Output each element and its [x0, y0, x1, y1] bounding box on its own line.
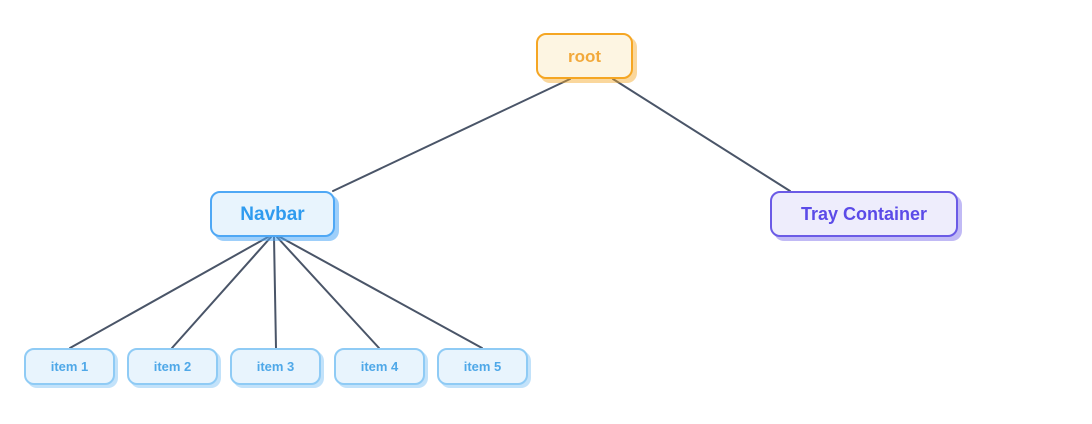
edge-navbar-item-5	[279, 236, 483, 349]
node-item-3-label: item 3	[256, 359, 295, 374]
edge-navbar-item-3	[273, 236, 277, 349]
node-tray-container[interactable]: Tray Container	[770, 191, 958, 237]
node-root-label: root	[567, 46, 602, 66]
node-item-5-label: item 5	[463, 359, 502, 374]
node-item-2[interactable]: item 2	[127, 348, 218, 385]
node-root[interactable]: root	[536, 33, 633, 79]
node-item-3[interactable]: item 3	[230, 348, 321, 385]
node-item-2-label: item 2	[153, 359, 192, 374]
node-navbar-label: Navbar	[240, 203, 305, 225]
node-item-1-label: item 1	[50, 359, 89, 374]
edge-root-tray	[612, 78, 791, 192]
node-item-1[interactable]: item 1	[24, 348, 115, 385]
node-tray-container-label: Tray Container	[800, 204, 928, 224]
node-navbar[interactable]: Navbar	[210, 191, 335, 237]
edge-root-navbar	[332, 78, 571, 192]
node-item-4[interactable]: item 4	[334, 348, 425, 385]
node-item-4-label: item 4	[360, 359, 399, 374]
edge-navbar-item-4	[276, 236, 380, 349]
edge-navbar-item-2	[171, 236, 272, 349]
edge-navbar-item-1	[69, 236, 269, 349]
node-item-5[interactable]: item 5	[437, 348, 528, 385]
